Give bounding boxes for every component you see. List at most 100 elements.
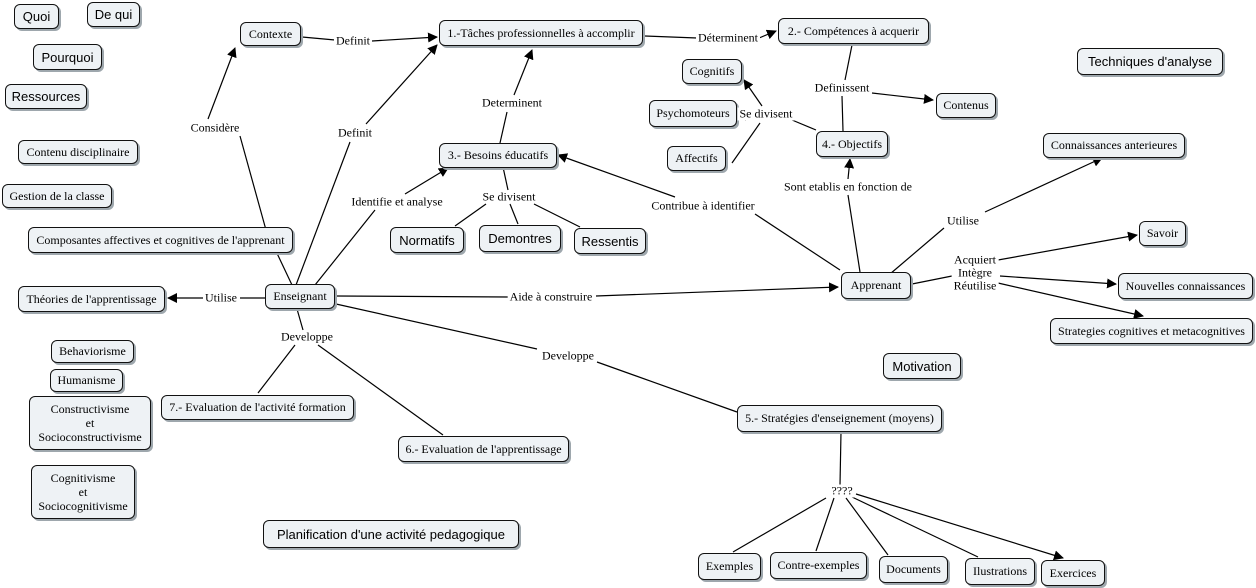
edge-besoins-determinent [499, 111, 508, 144]
node-contenus[interactable]: Contenus [936, 93, 996, 118]
node-evaluation-apprentissage[interactable]: 6.- Evaluation de l'apprentissage [398, 436, 569, 462]
node-pourquoi[interactable]: Pourquoi [33, 44, 102, 70]
node-exemples[interactable]: Exemples [698, 553, 761, 580]
label-se-divisent-besoins: Se divisent [480, 189, 538, 204]
label-definit-enseignant: Definit [336, 125, 374, 140]
node-behaviorisme[interactable]: Behaviorisme [51, 340, 134, 363]
edge-considere-contexte [207, 47, 237, 120]
node-contenu-disciplinaire[interactable]: Contenu disciplinaire [18, 140, 138, 164]
node-contexte[interactable]: Contexte [240, 22, 301, 46]
node-composantes[interactable]: Composantes affectives et cognitives de … [28, 227, 293, 253]
node-techniques-analyse[interactable]: Techniques d'analyse [1077, 48, 1223, 75]
label-questions: ???? [829, 483, 855, 498]
edge-determinent-competences [758, 29, 777, 40]
edge-aide-apprenant [595, 282, 839, 297]
node-besoins[interactable]: 3.- Besoins éducatifs [439, 143, 557, 168]
edge-taches-determinent [644, 35, 698, 39]
label-determinent-besoins: Determinent [480, 95, 544, 110]
node-competences[interactable]: 2.- Compétences à acquerir [778, 18, 929, 44]
label-considere: Considère [188, 120, 242, 135]
edge-sedivisent-ressentis [533, 203, 581, 228]
label-definit-contexte: Definit [334, 33, 372, 48]
edge-questions-illustrations [851, 496, 979, 558]
node-objectifs[interactable]: 4.- Objectifs [816, 131, 888, 157]
node-exercices[interactable]: Exercices [1041, 560, 1105, 586]
edge-sedivisent-affectifs [731, 122, 761, 164]
edge-definit-taches2 [365, 44, 438, 125]
edge-strategies-questions [839, 431, 842, 486]
node-documents[interactable]: Documents [879, 556, 948, 583]
node-cognitifs[interactable]: Cognitifs [682, 59, 742, 84]
label-developpe-left: Developpe [279, 329, 335, 344]
edge-developpe-eval6 [317, 344, 444, 436]
node-demontres[interactable]: Demontres [479, 225, 561, 252]
edge-objectifs-sedivisent [791, 119, 817, 131]
node-theories[interactable]: Théories de l'apprentissage [18, 286, 165, 312]
node-nouvelles-connaissances[interactable]: Nouvelles connaissances [1118, 273, 1253, 299]
edge-questions-documents [845, 497, 889, 556]
node-taches[interactable]: 1.-Tâches professionnelles à accomplir [439, 20, 643, 46]
label-determinent-taches: Déterminent [696, 30, 760, 45]
edge-considere-mid [239, 135, 267, 231]
edge-definit-taches [371, 32, 438, 43]
label-utilise-enseignant: Utilise [203, 290, 239, 305]
edge-determinent-taches [513, 49, 534, 96]
label-utilise-apprenant: Utilise [945, 213, 981, 228]
edge-competences-definissent [844, 44, 853, 81]
node-constructivisme[interactable]: Constructivisme et Socioconstructivisme [29, 396, 151, 450]
edge-sedivisent-normatifs [454, 203, 487, 227]
edge-enseignant-aide [335, 295, 509, 298]
node-connaissances-anterieures[interactable]: Connaissances anterieures [1043, 133, 1185, 158]
node-gestion-classe[interactable]: Gestion de la classe [2, 184, 112, 208]
node-evaluation-activite[interactable]: 7.- Evaluation de l'activité formation [161, 395, 354, 420]
label-acquiert-integre-reutilise: Acquiert Intègre Réutilise [951, 252, 999, 293]
label-developpe-right: Developpe [540, 348, 596, 363]
label-aide-construire: Aide à construire [507, 289, 595, 304]
label-sont-etablis: Sont etablis en fonction de [782, 179, 914, 194]
edge-contribue-besoins [557, 153, 676, 198]
node-ressentis[interactable]: Ressentis [574, 228, 646, 254]
node-cognitivisme[interactable]: Cognitivisme et Sociocognitivisme [31, 465, 135, 519]
node-normatifs[interactable]: Normatifs [390, 227, 464, 253]
node-quoi[interactable]: Quoi [14, 4, 59, 29]
edge-apprenant-sontetablis [847, 194, 861, 273]
edge-sedivisent-cognitifs [743, 79, 763, 107]
edge-acquiert-savoir [997, 231, 1138, 261]
edge-definissent-contenus [871, 92, 934, 104]
node-motivation[interactable]: Motivation [883, 353, 961, 379]
label-se-divisent-objectifs: Se divisent [737, 106, 795, 121]
edge-besoins-sedivisent [502, 166, 509, 191]
node-illustrations[interactable]: Ilustrations [965, 558, 1035, 585]
node-de-qui[interactable]: De qui [87, 2, 140, 27]
node-contre-exemples[interactable]: Contre-exemples [770, 552, 867, 579]
edge-apprenant-acquiert [911, 275, 953, 285]
node-strategies-cognitives[interactable]: Strategies cognitives et metacognitives [1050, 318, 1253, 344]
edge-questions-exercices [855, 493, 1064, 561]
edge-enseignant-developpe-right [335, 303, 538, 350]
edge-apprenant-utilise [889, 227, 945, 275]
node-enseignant[interactable]: Enseignant [265, 284, 335, 309]
edge-developpe-strategies [596, 361, 738, 413]
edge-utilise-connaissances [984, 157, 1103, 213]
node-humanisme[interactable]: Humanisme [50, 369, 123, 392]
edge-enseignant-identifie [314, 209, 376, 286]
node-ressources[interactable]: Ressources [5, 84, 87, 109]
node-apprenant[interactable]: Apprenant [841, 272, 911, 299]
node-savoir[interactable]: Savoir [1139, 221, 1186, 246]
label-identifie-analyse: Identifie et analyse [349, 194, 445, 209]
node-strategies-enseignement[interactable]: 5.- Stratégies d'enseignement (moyens) [737, 405, 942, 432]
edge-contexte-definit [301, 36, 336, 41]
edge-enseignant-developpe-left [296, 308, 304, 331]
node-affectifs[interactable]: Affectifs [667, 146, 726, 171]
node-psychomoteurs[interactable]: Psychomoteurs [649, 100, 737, 127]
label-definissent: Definissent [812, 80, 872, 95]
edge-acquiert-strategies [997, 282, 1144, 319]
edge-acquiert-nouvelles [999, 275, 1117, 289]
edge-apprenant-contribue [754, 213, 841, 271]
edge-enseignant-definit [295, 141, 351, 286]
label-contribue-identifier: Contribue à identifier [649, 198, 757, 213]
node-planification[interactable]: Planification d'une activité pedagogique [263, 520, 519, 548]
edge-sedivisent-demontres [509, 203, 519, 225]
